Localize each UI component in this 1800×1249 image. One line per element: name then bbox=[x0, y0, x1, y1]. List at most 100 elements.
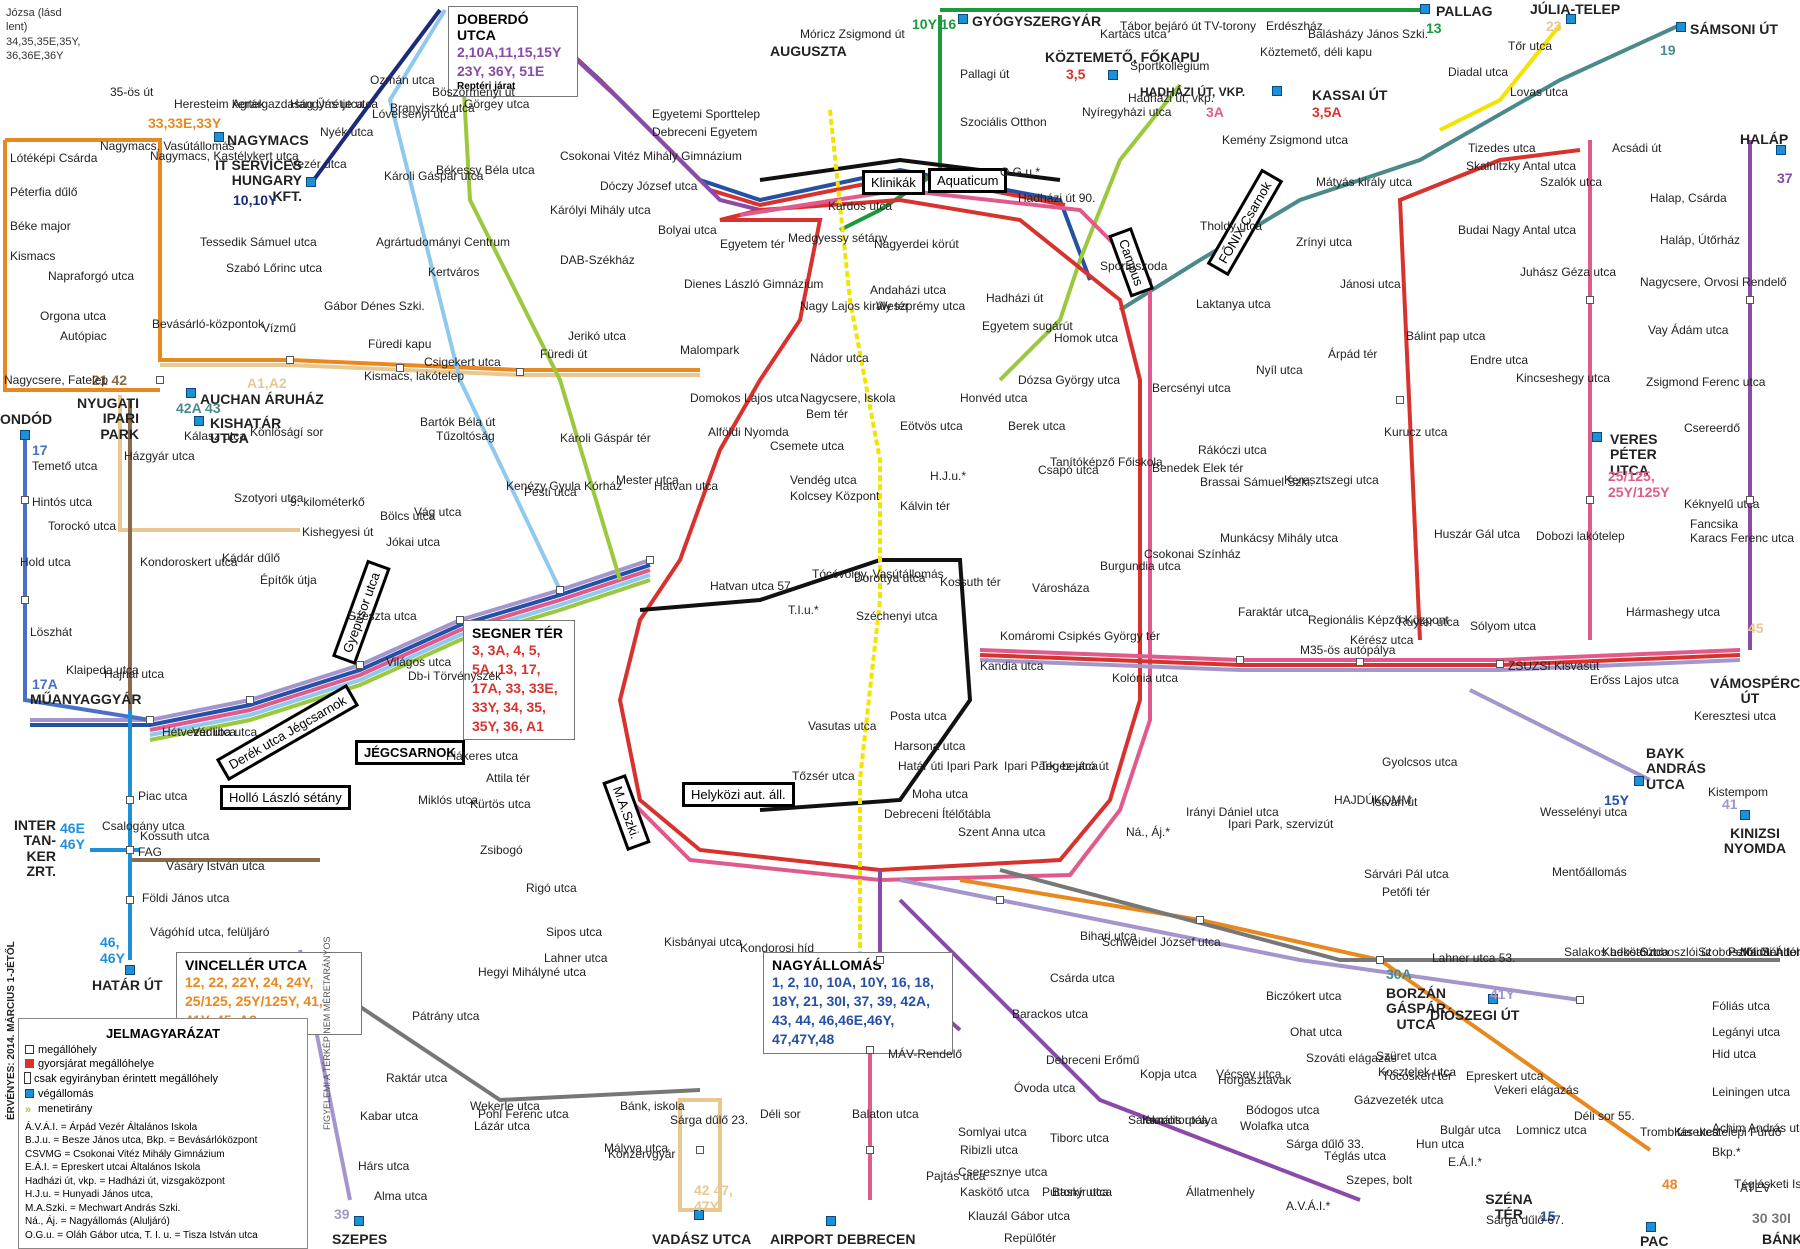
hub-doberdo[interactable]: DOBERDÓ UTCA 2,10A,11,15,15Y 23Y, 36Y, 5… bbox=[448, 6, 578, 97]
stop-marker[interactable] bbox=[456, 616, 464, 624]
terminal-name[interactable]: KASSAI ÚT bbox=[1312, 87, 1388, 103]
terminal-name[interactable]: AUGUSZTA bbox=[770, 43, 847, 59]
street-label: Eötvös utca bbox=[900, 419, 963, 433]
street-label: Görgey utca bbox=[464, 97, 530, 111]
landmark-hollo[interactable]: Holló László sétány bbox=[220, 785, 351, 810]
terminal-name[interactable]: MŰANYAGGYÁR bbox=[30, 691, 142, 707]
terminal-marker[interactable] bbox=[1634, 776, 1644, 786]
stop-marker[interactable] bbox=[126, 796, 134, 804]
terminal-marker[interactable] bbox=[1676, 22, 1686, 32]
street-label: Péterfia dűlő bbox=[10, 185, 78, 199]
terminal-name[interactable]: SÁMSONI ÚT bbox=[1690, 21, 1778, 37]
terminal-name[interactable]: SZEPES bbox=[332, 1231, 388, 1247]
landmark-aquaticum[interactable]: Aquaticum bbox=[928, 168, 1008, 193]
terminal-marker[interactable] bbox=[1740, 810, 1750, 820]
stop-marker[interactable] bbox=[556, 586, 564, 594]
stop-marker[interactable] bbox=[1496, 660, 1504, 668]
terminal-marker[interactable] bbox=[1272, 86, 1282, 96]
landmark-helykozi[interactable]: Helyközi aut. áll. bbox=[682, 782, 795, 807]
stop-marker[interactable] bbox=[1746, 496, 1754, 504]
stop-marker[interactable] bbox=[356, 661, 364, 669]
stop-marker[interactable] bbox=[1746, 296, 1754, 304]
street-label: Bánk, iskola bbox=[620, 1099, 685, 1113]
terminal-marker[interactable] bbox=[694, 1210, 704, 1220]
stop-marker[interactable] bbox=[866, 1146, 874, 1154]
terminal-marker[interactable] bbox=[1420, 4, 1430, 14]
terminal-marker[interactable] bbox=[1646, 1222, 1656, 1232]
terminal-name[interactable]: HALÁP bbox=[1740, 131, 1789, 147]
hub-nagyallomas[interactable]: NAGYÁLLOMÁS 1, 2, 10, 10A, 10Y, 16, 18, … bbox=[763, 952, 953, 1054]
stop-marker[interactable] bbox=[876, 956, 884, 964]
terminal-marker[interactable] bbox=[958, 14, 968, 24]
terminal-name[interactable]: INTER TAN-KER ZRT. bbox=[14, 817, 56, 880]
terminal-name[interactable]: IT SERVICES HUNGARY KFT. bbox=[215, 157, 302, 204]
terminal-name[interactable]: GYÓGYSZERGYÁR bbox=[972, 13, 1102, 29]
terminal-marker[interactable] bbox=[214, 132, 224, 142]
terminal-name[interactable]: HATÁR ÚT bbox=[92, 977, 163, 993]
terminal-marker[interactable] bbox=[306, 177, 316, 187]
terminal-marker[interactable] bbox=[1566, 14, 1576, 24]
terminal-marker[interactable] bbox=[125, 965, 135, 975]
landmark-jegcsarnok[interactable]: JÉGCSARNOK bbox=[355, 740, 465, 765]
stop-marker[interactable] bbox=[866, 1046, 874, 1054]
stop-marker[interactable] bbox=[21, 496, 29, 504]
stop-marker[interactable] bbox=[696, 1146, 704, 1154]
stop-marker[interactable] bbox=[396, 364, 404, 372]
stop-marker[interactable] bbox=[646, 556, 654, 564]
stop-marker[interactable] bbox=[246, 696, 254, 704]
stop-marker[interactable] bbox=[126, 896, 134, 904]
terminal-name[interactable]: AUCHAN ÁRUHÁZ bbox=[200, 391, 324, 407]
terminal-name[interactable]: KISHATÁR UTCA bbox=[210, 415, 282, 447]
terminal-marker[interactable] bbox=[1108, 70, 1118, 80]
stop-marker[interactable] bbox=[516, 368, 524, 376]
stop-marker[interactable] bbox=[286, 356, 294, 364]
terminal-marker[interactable] bbox=[20, 430, 30, 440]
terminal-marker[interactable] bbox=[354, 1216, 364, 1226]
stop-marker[interactable] bbox=[146, 716, 154, 724]
stop-marker[interactable] bbox=[21, 596, 29, 604]
stop-marker[interactable] bbox=[1396, 396, 1404, 404]
terminal-name[interactable]: NAGYMACS bbox=[227, 132, 309, 148]
terminal-name[interactable]: AIRPORT DEBRECEN bbox=[770, 1231, 916, 1247]
terminal-name[interactable]: VADÁSZ UTCA bbox=[652, 1231, 752, 1247]
stop-marker[interactable] bbox=[1236, 656, 1244, 664]
stop-marker[interactable] bbox=[1356, 658, 1364, 666]
terminal-name[interactable]: BÁNK bbox=[1762, 1231, 1800, 1247]
stop-marker[interactable] bbox=[156, 376, 164, 384]
street-label: Honvéd utca bbox=[960, 391, 1028, 405]
terminal-name[interactable]: NYUGATI IPARI PARK bbox=[77, 395, 139, 442]
terminal-marker[interactable] bbox=[1488, 994, 1498, 1004]
hub-segner[interactable]: SEGNER TÉR 3, 3A, 4, 5, 5A, 13, 17, 17A,… bbox=[463, 620, 575, 741]
stop-marker[interactable] bbox=[126, 846, 134, 854]
street-label: Szotyori utca bbox=[234, 491, 304, 505]
terminal-name[interactable]: VERES PÉTER UTCA bbox=[1610, 431, 1658, 478]
terminal-name[interactable]: ONDÓD bbox=[0, 411, 53, 427]
terminal-marker[interactable] bbox=[194, 416, 204, 426]
terminal-name[interactable]: SZÉNA TÉR bbox=[1485, 1191, 1533, 1223]
landmark-klinikak[interactable]: Klinikák bbox=[862, 170, 925, 195]
terminal-name[interactable]: KINIZSI NYOMDA bbox=[1723, 825, 1787, 857]
terminal-name[interactable]: HADHÁZI ÚT, VKP. bbox=[1140, 85, 1246, 99]
terminal-name[interactable]: JÚLIA-TELEP bbox=[1530, 1, 1621, 17]
street-label: Bevásárló-központok bbox=[152, 317, 265, 331]
terminal-name[interactable]: PAC bbox=[1640, 1233, 1669, 1249]
stop-marker[interactable] bbox=[1196, 916, 1204, 924]
stop-marker[interactable] bbox=[1376, 956, 1384, 964]
street-label: Kincseshegy utca bbox=[1516, 371, 1611, 385]
stop-marker[interactable] bbox=[996, 896, 1004, 904]
terminal-name[interactable]: DIÓSZEGI ÚT bbox=[1430, 1007, 1520, 1023]
terminal-name[interactable]: KÖZTEMETŐ, FŐKAPU bbox=[1045, 49, 1200, 65]
terminal-marker[interactable] bbox=[1776, 145, 1786, 155]
terminal-marker[interactable] bbox=[186, 388, 196, 398]
terminal-name[interactable]: BAYK ANDRÁS UTCA bbox=[1646, 745, 1706, 792]
street-label: Burgundia utca bbox=[1100, 559, 1181, 573]
terminal-marker[interactable] bbox=[826, 1216, 836, 1226]
terminal-name[interactable]: VÁMOSPÉRCSI ÚT bbox=[1710, 675, 1800, 707]
street-label: M35-ös autópálya bbox=[1300, 643, 1396, 657]
terminal-name[interactable]: PALLAG bbox=[1436, 3, 1493, 19]
terminal-name[interactable]: BORZÁN GÁSPÁR UTCA bbox=[1386, 985, 1446, 1032]
terminal-marker[interactable] bbox=[1592, 432, 1602, 442]
stop-marker[interactable] bbox=[1576, 996, 1584, 1004]
stop-marker[interactable] bbox=[1586, 496, 1594, 504]
stop-marker[interactable] bbox=[1586, 296, 1594, 304]
